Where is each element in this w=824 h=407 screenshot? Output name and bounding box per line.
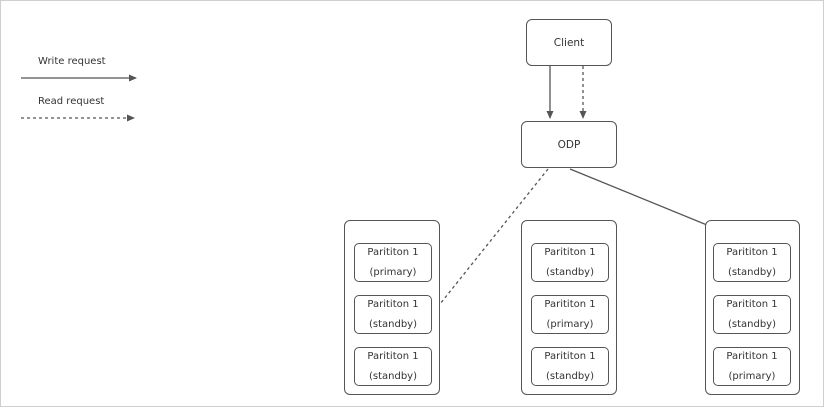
partition-role: (standby) bbox=[727, 266, 776, 278]
partition-name: Parititon 1 bbox=[367, 246, 419, 258]
partition-role: (primary) bbox=[546, 318, 594, 330]
partition-role: (standby) bbox=[545, 266, 594, 278]
client-node: Client bbox=[526, 19, 612, 66]
client-label: Client bbox=[553, 36, 585, 49]
partition-name: Parititon 1 bbox=[367, 298, 419, 310]
partition-box: Parititon 1 (standby) bbox=[713, 243, 791, 282]
odp-node: ODP bbox=[521, 121, 617, 168]
partition-role: (standby) bbox=[727, 318, 776, 330]
odp-label: ODP bbox=[557, 138, 581, 151]
partition-box: Parititon 1 (primary) bbox=[531, 295, 609, 334]
partition-name: Parititon 1 bbox=[367, 350, 419, 362]
server-node-3: Parititon 1 (standby) Parititon 1 (stand… bbox=[705, 220, 800, 395]
partition-role: (standby) bbox=[545, 370, 594, 382]
partition-role: (primary) bbox=[369, 266, 417, 278]
partition-box: Parititon 1 (standby) bbox=[354, 347, 432, 386]
partition-name: Parititon 1 bbox=[726, 298, 778, 310]
legend-write-label: Write request bbox=[38, 56, 106, 67]
partition-box: Parititon 1 (standby) bbox=[531, 347, 609, 386]
partition-role: (standby) bbox=[368, 318, 417, 330]
partition-name: Parititon 1 bbox=[544, 246, 596, 258]
partition-box: Parititon 1 (standby) bbox=[531, 243, 609, 282]
partition-box: Parititon 1 (standby) bbox=[354, 295, 432, 334]
partition-role: (standby) bbox=[368, 370, 417, 382]
legend-read-label: Read request bbox=[38, 96, 105, 107]
server-node-2: Parititon 1 (standby) Parititon 1 (prima… bbox=[521, 220, 617, 395]
odp-read-to-server1-arrow bbox=[431, 168, 549, 315]
partition-role: (primary) bbox=[728, 370, 776, 382]
partition-box: Parititon 1 (primary) bbox=[354, 243, 432, 282]
partition-name: Parititon 1 bbox=[726, 246, 778, 258]
partition-box: Parititon 1 (standby) bbox=[713, 295, 791, 334]
partition-name: Parititon 1 bbox=[544, 350, 596, 362]
server-node-1: Parititon 1 (primary) Parititon 1 (stand… bbox=[344, 220, 440, 395]
partition-name: Parititon 1 bbox=[726, 350, 778, 362]
partition-box: Parititon 1 (primary) bbox=[713, 347, 791, 386]
partition-name: Parititon 1 bbox=[544, 298, 596, 310]
